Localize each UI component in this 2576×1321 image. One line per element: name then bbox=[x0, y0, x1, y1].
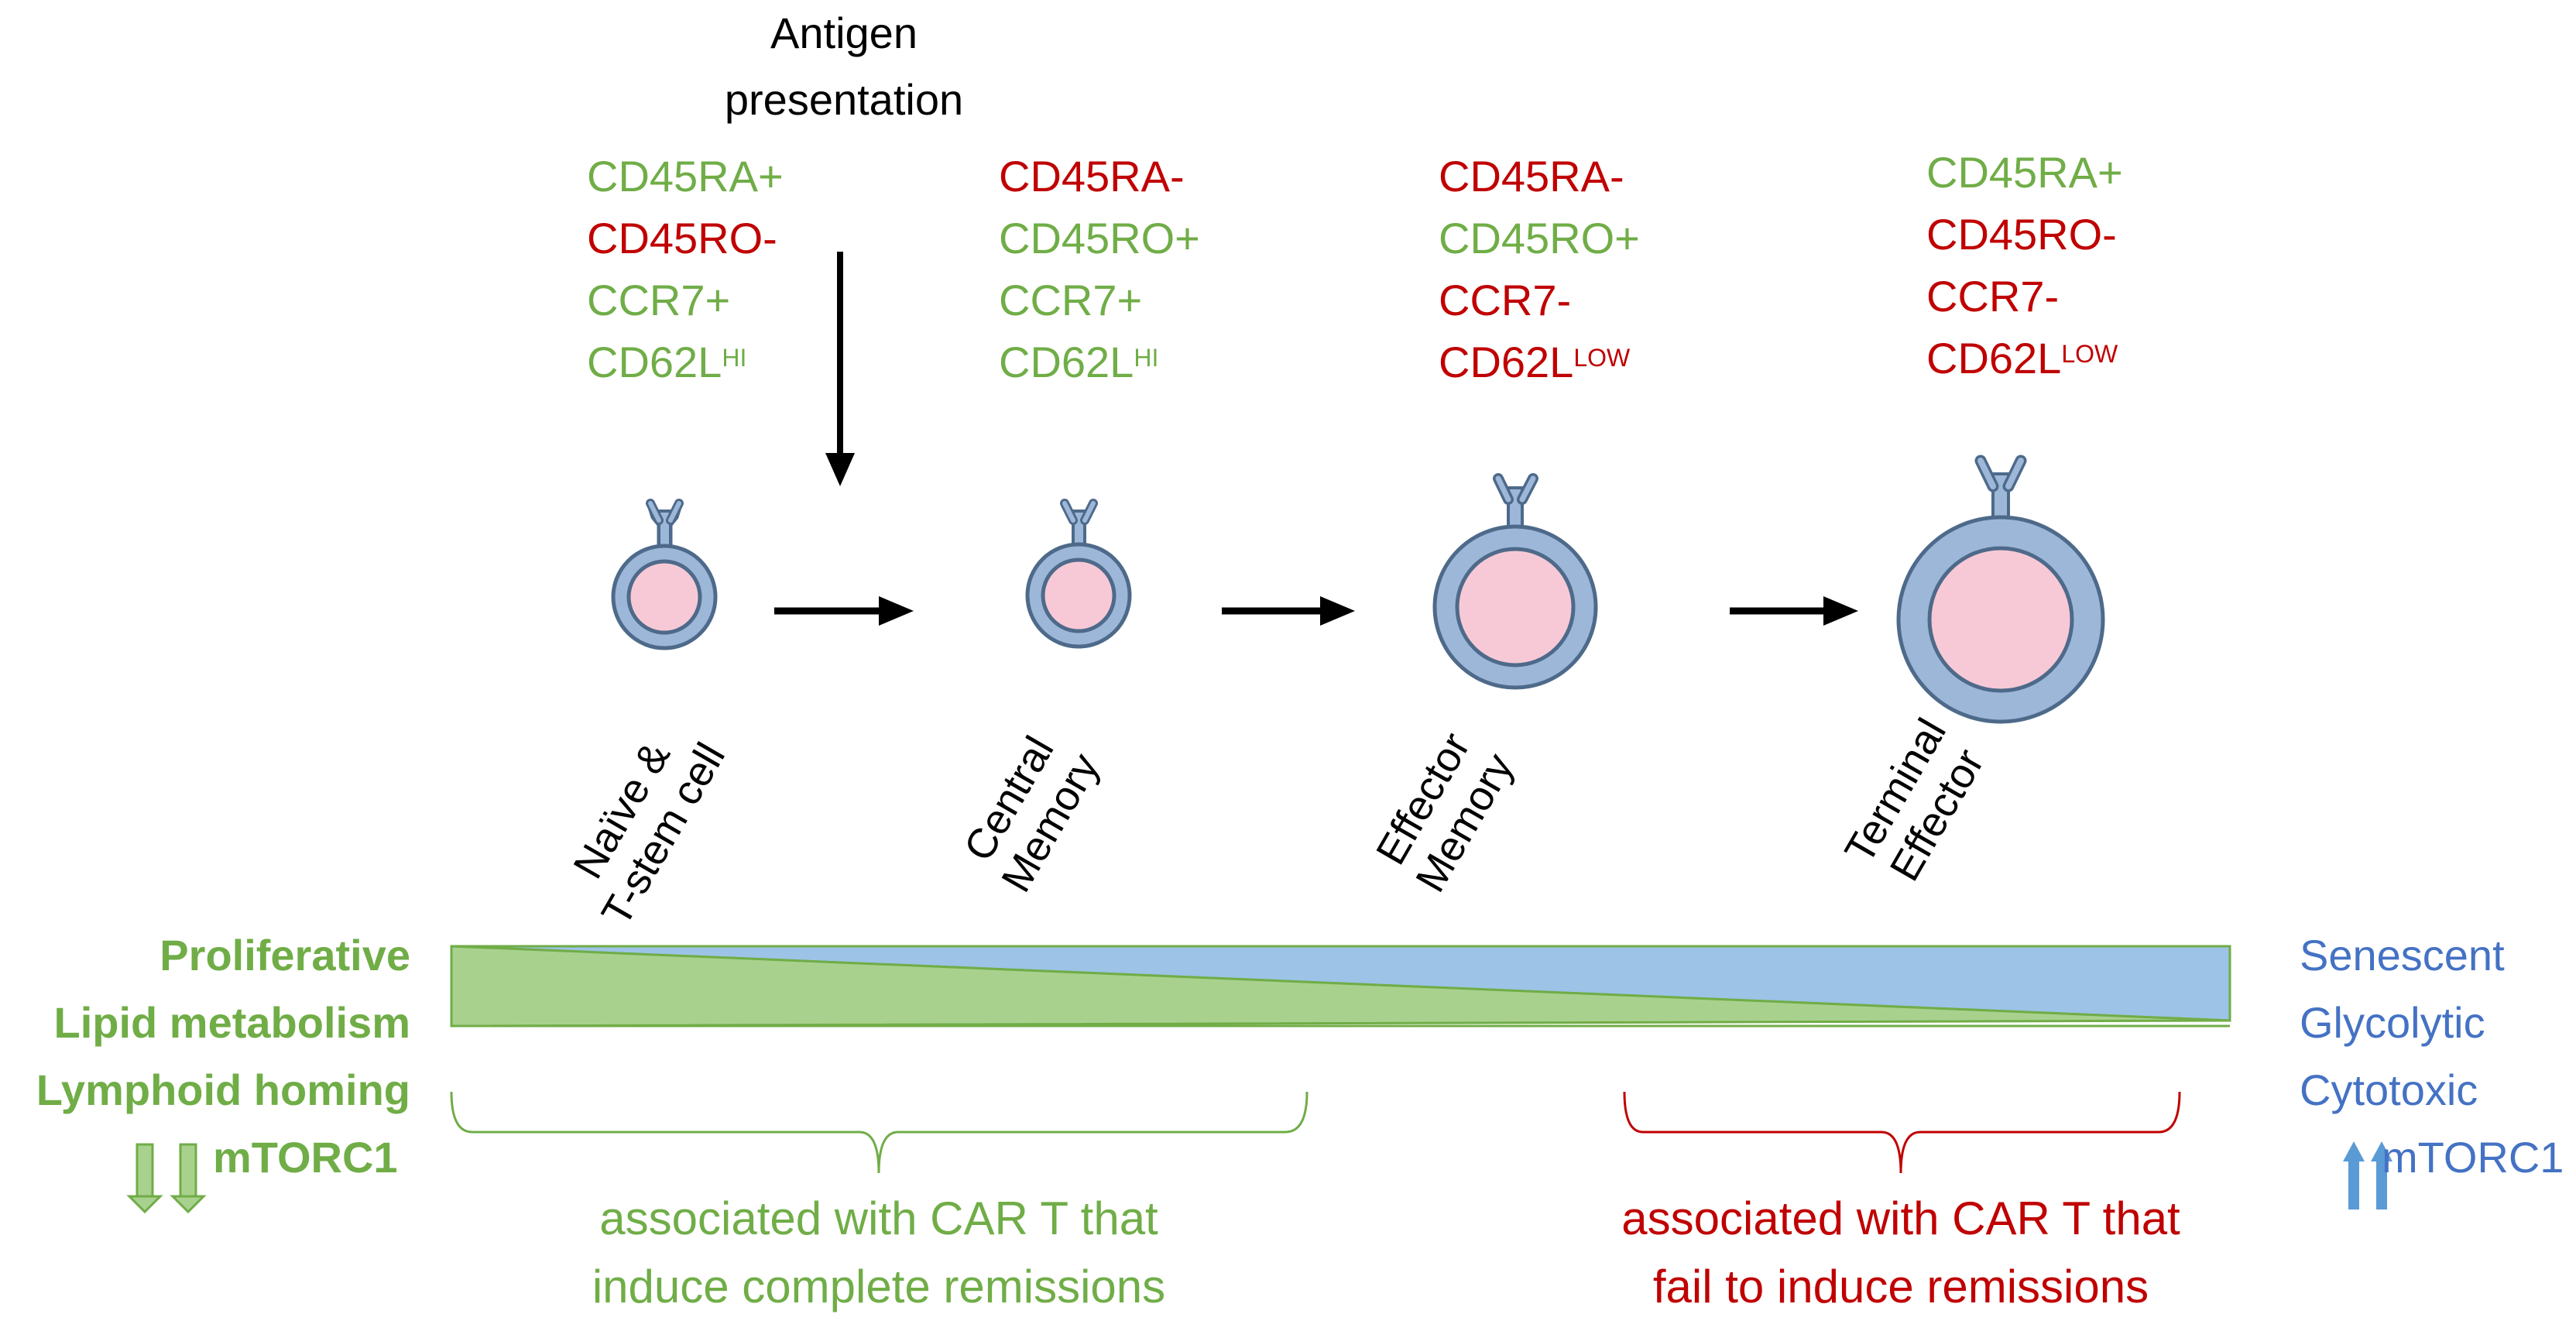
marker: CD45RA- bbox=[1439, 152, 1624, 201]
property-lipid-metabolism: Lipid metabolism bbox=[53, 998, 411, 1047]
cell-central-memory bbox=[1025, 499, 1132, 649]
marker-superscript: LOW bbox=[2061, 340, 2118, 368]
markers-terminal-effector: CD45RA+ CD45RO- CCR7- CD62LLOW bbox=[1926, 142, 2123, 389]
gradient-bar bbox=[450, 945, 2231, 1028]
marker-superscript: LOW bbox=[1573, 344, 1631, 372]
left-properties: Proliferative Lipid metabolism Lymphoid … bbox=[0, 921, 410, 1191]
marker: CD62LHI bbox=[999, 338, 1159, 386]
antigen-label-line-2: presentation bbox=[724, 75, 964, 124]
antigen-arrow bbox=[825, 252, 855, 486]
markers-central-memory: CD45RA- CD45RO+ CCR7+ CD62LHI bbox=[999, 146, 1200, 393]
property-cytotoxic: Cytotoxic bbox=[2300, 1065, 2478, 1114]
marker: CCR7- bbox=[1439, 276, 1572, 324]
marker: CD62LHI bbox=[587, 338, 747, 386]
marker: CD45RO- bbox=[1926, 210, 2117, 259]
antigen-label-line-1: Antigen bbox=[770, 9, 918, 57]
caption-line: associated with CAR T that bbox=[599, 1192, 1158, 1244]
markers-effector-memory: CD45RA- CD45RO+ CCR7- CD62LLOW bbox=[1439, 146, 1640, 393]
caption-line: associated with CAR T that bbox=[1621, 1192, 2180, 1244]
marker: CD45RA+ bbox=[1926, 148, 2123, 197]
markers-naive: CD45RA+ CD45RO- CCR7+ CD62LHI bbox=[587, 146, 784, 393]
green-brace bbox=[450, 1091, 1309, 1174]
caption-line: induce complete remissions bbox=[592, 1261, 1166, 1312]
marker: CCR7+ bbox=[587, 276, 731, 324]
red-brace bbox=[1623, 1091, 2181, 1174]
cell-effector-memory bbox=[1432, 473, 1598, 690]
cell-naive bbox=[611, 499, 718, 650]
marker: CD45RO+ bbox=[1439, 214, 1640, 262]
progression-arrow-2 bbox=[1222, 596, 1355, 626]
caption-complete-remissions: associated with CAR T that induce comple… bbox=[530, 1185, 1227, 1321]
marker: CD45RA- bbox=[999, 152, 1185, 201]
marker: CCR7+ bbox=[999, 276, 1143, 324]
marker: CCR7- bbox=[1926, 272, 2060, 321]
cell-terminal-effector bbox=[1896, 455, 2105, 724]
property-mtorc1-high: mTORC1 bbox=[2382, 1133, 2564, 1182]
marker: CD62LLOW bbox=[1439, 338, 1631, 386]
caption-line: fail to induce remissions bbox=[1652, 1261, 2149, 1312]
marker: CD62LLOW bbox=[1926, 334, 2118, 383]
property-senescent: Senescent bbox=[2300, 931, 2505, 980]
progression-arrow-1 bbox=[774, 596, 914, 626]
property-glycolytic: Glycolytic bbox=[2300, 998, 2485, 1047]
up-arrows-icon bbox=[2343, 1141, 2392, 1209]
caption-fail-remissions: associated with CAR T that fail to induc… bbox=[1552, 1185, 2249, 1321]
marker: CD45RO+ bbox=[999, 214, 1200, 262]
marker: CD45RA+ bbox=[587, 152, 784, 201]
property-lymphoid-homing: Lymphoid homing bbox=[36, 1065, 410, 1114]
property-mtorc1-low: mTORC1 bbox=[213, 1133, 398, 1182]
antigen-presentation-label: Antigen presentation bbox=[697, 0, 991, 133]
marker: CD45RO- bbox=[587, 214, 777, 262]
marker-superscript: HI bbox=[722, 344, 747, 372]
property-proliferative: Proliferative bbox=[159, 931, 410, 980]
down-arrows-icon bbox=[126, 1143, 207, 1214]
progression-arrow-3 bbox=[1730, 596, 1858, 626]
right-properties: Senescent Glycolytic Cytotoxic mTORC1 bbox=[2300, 921, 2571, 1191]
marker-superscript: HI bbox=[1134, 344, 1159, 372]
